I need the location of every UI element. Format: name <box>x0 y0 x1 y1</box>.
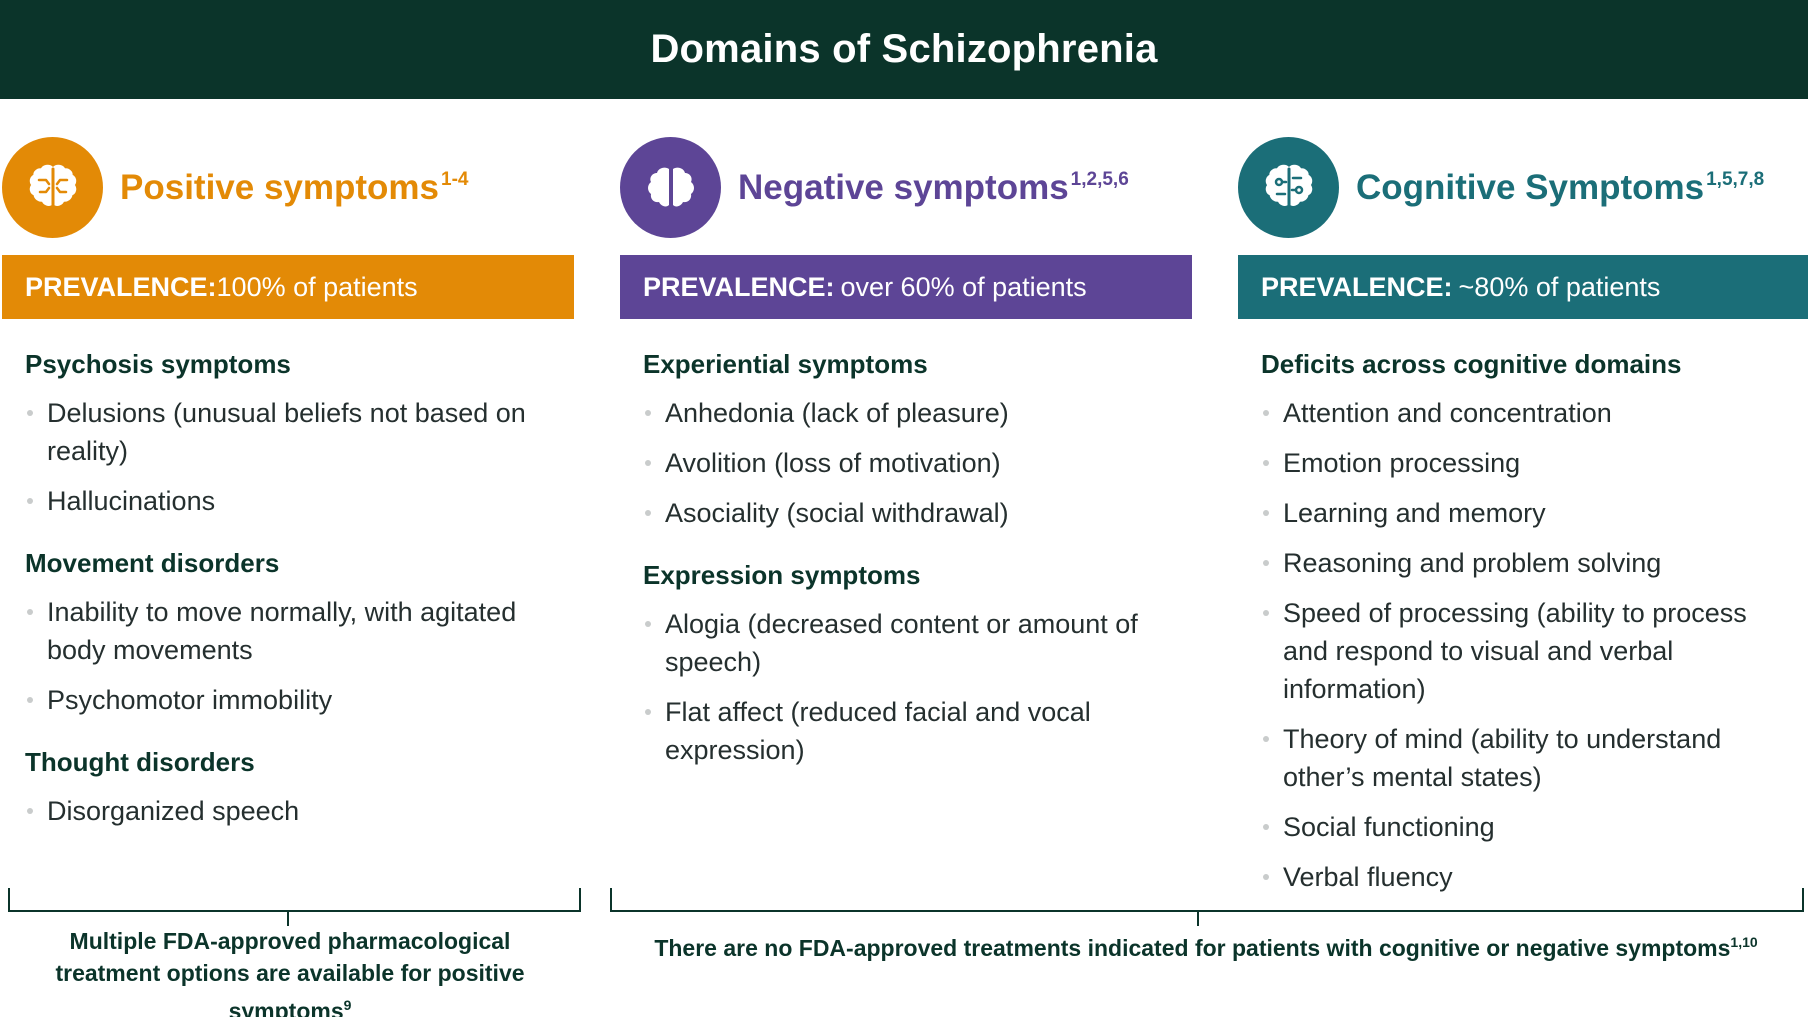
list-item: Inability to move normally, with agitate… <box>25 593 534 669</box>
prevalence-bar: PREVALENCE:over 60% of patients <box>620 255 1192 319</box>
list-item: Social functioning <box>1261 808 1768 846</box>
note-text: Multiple FDA-approved pharmacological tr… <box>55 928 525 1017</box>
symptom-list: Inability to move normally, with agitate… <box>25 593 534 719</box>
page-title: Domains of Schizophrenia <box>650 27 1158 71</box>
section-heading: Deficits across cognitive domains <box>1261 349 1682 379</box>
list-item: Avolition (loss of motivation) <box>643 444 1152 482</box>
symptom-list: Disorganized speech <box>25 792 534 830</box>
bracket-tick <box>287 912 289 926</box>
list-item: Delusions (unusual beliefs not based on … <box>25 394 534 470</box>
prevalence-label: PREVALENCE: <box>643 271 835 302</box>
section-heading: Thought disorders <box>25 747 255 777</box>
column-title-text: Positive symptoms <box>120 167 439 207</box>
prevalence-bar: PREVALENCE:~80% of patients <box>1238 255 1808 319</box>
bracket-tick <box>1197 912 1199 926</box>
reference-superscript: 9 <box>343 997 352 1013</box>
list-item: Emotion processing <box>1261 444 1768 482</box>
prevalence-label: PREVALENCE: <box>25 271 217 302</box>
list-item: Asociality (social withdrawal) <box>643 494 1152 532</box>
section-heading: Expression symptoms <box>643 560 921 590</box>
prevalence-bar: PREVALENCE:100% of patients <box>2 255 574 319</box>
section-heading: Movement disorders <box>25 548 280 578</box>
brain-icon <box>2 137 103 238</box>
reference-superscript: 1,10 <box>1730 934 1758 950</box>
column-body: Psychosis symptoms Delusions (unusual be… <box>2 349 574 830</box>
list-item: Learning and memory <box>1261 494 1768 532</box>
reference-superscript: 1,2,5,6 <box>1070 168 1129 190</box>
title-banner: Domains of Schizophrenia <box>0 0 1808 99</box>
brain-icon <box>620 137 721 238</box>
list-item: Reasoning and problem solving <box>1261 544 1768 582</box>
list-item: Speed of processing (ability to process … <box>1261 594 1768 708</box>
prevalence-value: 100% of patients <box>216 271 418 302</box>
reference-superscript: 1-4 <box>441 168 469 190</box>
list-item: Psychomotor immobility <box>25 681 534 719</box>
negative-cognitive-treatment-note: There are no FDA-approved treatments ind… <box>604 926 1808 964</box>
list-item: Flat affect (reduced facial and vocal ex… <box>643 693 1152 769</box>
column-title-text: Cognitive Symptoms <box>1356 167 1705 207</box>
section-heading: Experiential symptoms <box>643 349 928 379</box>
list-item: Disorganized speech <box>25 792 534 830</box>
prevalence-label: PREVALENCE: <box>1261 271 1453 302</box>
list-item: Alogia (decreased content or amount of s… <box>643 605 1152 681</box>
column-body: Experiential symptoms Anhedonia (lack of… <box>620 349 1192 769</box>
negative-cognitive-bracket <box>610 888 1804 926</box>
list-item: Theory of mind (ability to understand ot… <box>1261 720 1768 796</box>
symptom-list: Anhedonia (lack of pleasure) Avolition (… <box>643 394 1152 532</box>
positive-bracket <box>8 888 581 926</box>
note-text: There are no FDA-approved treatments ind… <box>654 935 1731 961</box>
list-item: Attention and concentration <box>1261 394 1768 432</box>
column-body: Deficits across cognitive domains Attent… <box>1238 349 1808 896</box>
section-heading: Psychosis symptoms <box>25 349 291 379</box>
list-item: Anhedonia (lack of pleasure) <box>643 394 1152 432</box>
list-item: Hallucinations <box>25 482 534 520</box>
prevalence-value: ~80% of patients <box>1458 271 1661 302</box>
brain-icon <box>1238 137 1339 238</box>
symptom-list: Attention and concentration Emotion proc… <box>1261 394 1768 896</box>
positive-treatment-note: Multiple FDA-approved pharmacological tr… <box>20 925 560 1017</box>
prevalence-value: over 60% of patients <box>840 271 1087 302</box>
list-item: Verbal fluency <box>1261 858 1768 896</box>
reference-superscript: 1,5,7,8 <box>1706 168 1765 190</box>
column-title-text: Negative symptoms <box>738 167 1069 207</box>
symptom-list: Alogia (decreased content or amount of s… <box>643 605 1152 769</box>
symptom-list: Delusions (unusual beliefs not based on … <box>25 394 534 520</box>
